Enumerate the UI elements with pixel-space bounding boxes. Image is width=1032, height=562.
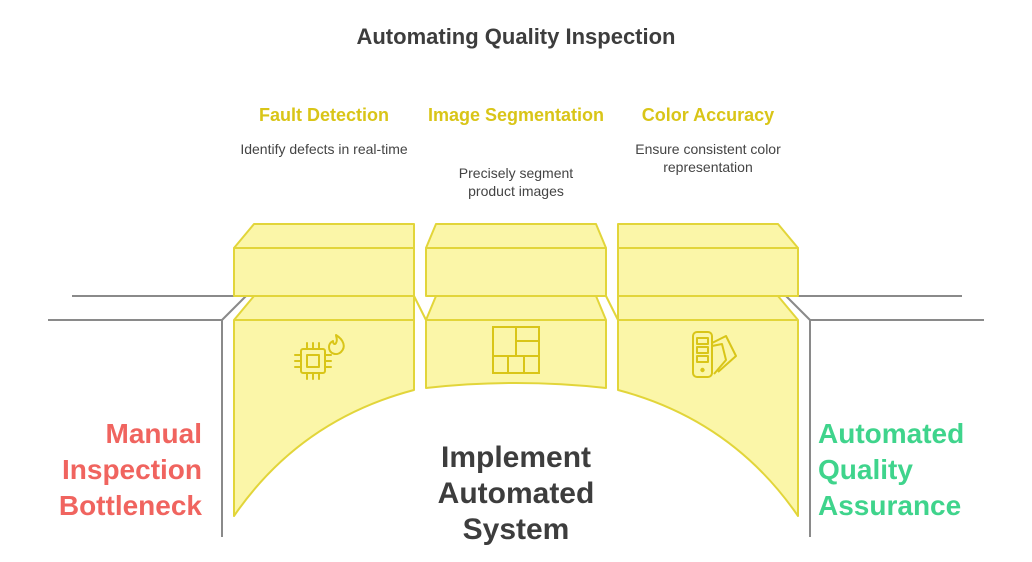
color-accuracy-title: Color Accuracy xyxy=(641,105,775,125)
color-accuracy-description: Ensure consistent color representation xyxy=(635,141,781,175)
automated-quality-assurance-label: Automated Quality Assurance xyxy=(818,418,965,521)
color-swatch-icon xyxy=(692,331,737,378)
arch-left-pier xyxy=(233,295,415,517)
image-segmentation-description: Precisely segment product images xyxy=(458,165,574,199)
arch-right-pier xyxy=(617,295,799,517)
fault-detection-title: Fault Detection xyxy=(258,105,389,125)
cliff-edges xyxy=(221,295,811,321)
fault-detection-description: Identify defects in real-time xyxy=(240,141,408,157)
implement-automated-system-label: Implement Automated System xyxy=(437,441,595,546)
top-block-2 xyxy=(425,223,607,297)
manual-inspection-bottleneck-label: Manual Inspection Bottleneck xyxy=(58,418,202,521)
page-title: Automating Quality Inspection xyxy=(356,24,676,49)
top-block-1 xyxy=(233,223,415,297)
top-block-3 xyxy=(617,223,799,297)
grid-layout-icon xyxy=(492,326,540,374)
cpu-fire-icon xyxy=(294,334,345,380)
image-segmentation-title: Image Segmentation xyxy=(427,105,605,125)
